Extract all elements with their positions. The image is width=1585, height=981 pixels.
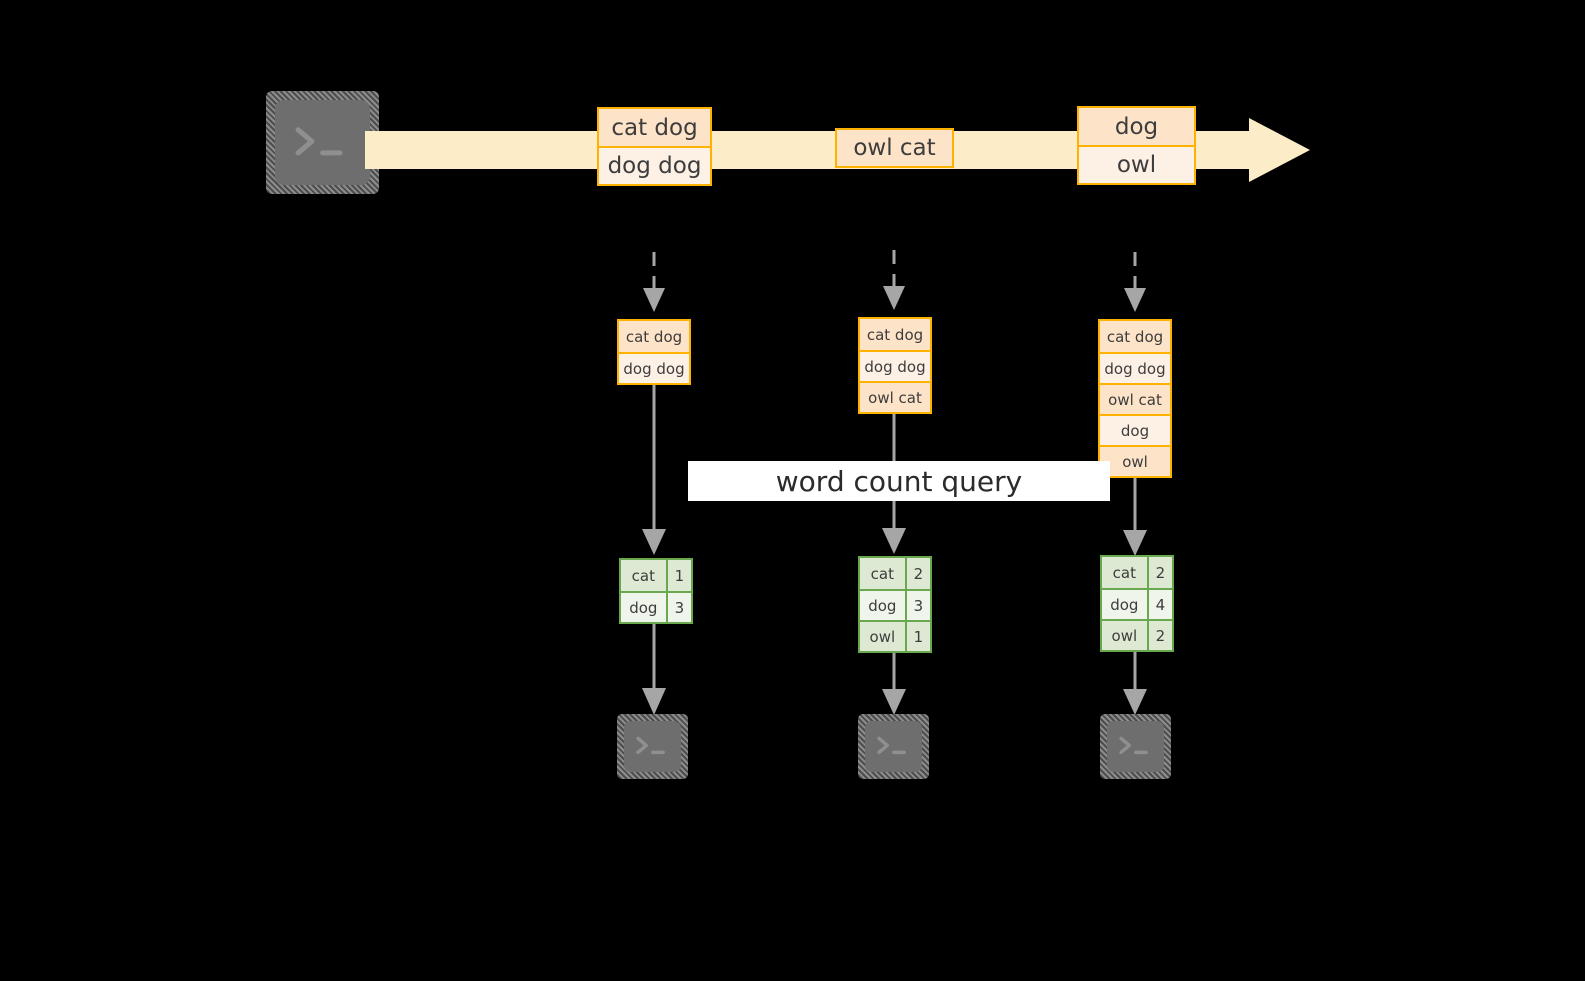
result-table-trigger-1: cat 1 dog 3 [619,558,693,624]
result-word: owl [1102,621,1147,650]
source-terminal-icon [266,91,379,194]
terminal-body [624,721,681,772]
sink-terminal-icon-1 [617,714,688,779]
terminal-prompt-icon [877,736,906,755]
result-count: 1 [665,560,691,591]
input-table-row: owl cat [860,381,930,412]
input-table-trigger-2: cat dog dog dog owl cat [858,317,932,414]
result-word: cat [860,558,905,589]
result-table-trigger-3: cat 2 dog 4 owl 2 [1100,555,1174,652]
result-table-row: cat 2 [1102,557,1172,588]
result-table-row: cat 1 [621,560,691,591]
terminal-body [865,721,922,772]
query-label: word count query [688,461,1110,501]
stream-message-row: owl [1079,145,1194,183]
stream-message-batch-1: cat dog dog dog [597,107,712,186]
result-word: cat [621,560,666,591]
terminal-body [275,100,370,185]
input-table-trigger-3: cat dog dog dog owl cat dog owl [1098,319,1172,478]
stream-message-row: owl cat [837,130,952,166]
trigger-connector-dashed-3 [1124,252,1146,312]
sink-connector-3 [1123,652,1147,715]
result-word: dog [621,593,666,622]
result-table-row: owl 1 [860,620,930,651]
result-word: dog [1102,590,1147,619]
result-table-row: dog 4 [1102,588,1172,619]
input-table-row: dog dog [619,352,689,383]
terminal-prompt-icon [1119,736,1148,755]
input-table-row: cat dog [1100,321,1170,352]
result-count: 2 [1146,557,1172,588]
input-table-trigger-1: cat dog dog dog [617,319,691,385]
input-table-row: dog dog [860,350,930,381]
result-word: cat [1102,557,1147,588]
sink-connector-2 [882,653,906,715]
result-word: dog [860,591,905,620]
sink-terminal-icon-3 [1100,714,1171,779]
result-table-row: owl 2 [1102,619,1172,650]
sink-terminal-icon-2 [858,714,929,779]
query-connector-1 [642,385,666,555]
input-table-row: dog dog [1100,352,1170,383]
terminal-body [1107,721,1164,772]
sink-connector-1 [642,624,666,715]
query-connector-3 [1123,478,1147,556]
terminal-prompt-icon [636,736,665,755]
result-count: 2 [1146,621,1172,650]
result-count: 3 [904,591,930,620]
input-table-row: cat dog [860,319,930,350]
stream-message-row: cat dog [599,109,710,147]
input-table-row: cat dog [619,321,689,352]
result-table-row: dog 3 [860,589,930,620]
result-table-trigger-2: cat 2 dog 3 owl 1 [858,556,932,653]
stream-message-batch-2: owl cat [835,128,954,168]
input-table-row: owl cat [1100,383,1170,414]
stream-message-row: dog dog [599,146,710,184]
trigger-connector-dashed-2 [883,250,905,310]
result-count: 4 [1146,590,1172,619]
stream-message-row: dog [1079,108,1194,146]
input-table-row: owl [1100,445,1170,476]
result-word: owl [860,622,905,651]
result-count: 2 [904,558,930,589]
result-count: 1 [904,622,930,651]
result-table-row: cat 2 [860,558,930,589]
trigger-connector-dashed-1 [643,252,665,312]
stream-message-batch-3: dog owl [1077,106,1196,185]
result-table-row: dog 3 [621,591,691,622]
input-table-row: dog [1100,414,1170,445]
terminal-prompt-icon [295,126,343,156]
result-count: 3 [665,593,691,622]
